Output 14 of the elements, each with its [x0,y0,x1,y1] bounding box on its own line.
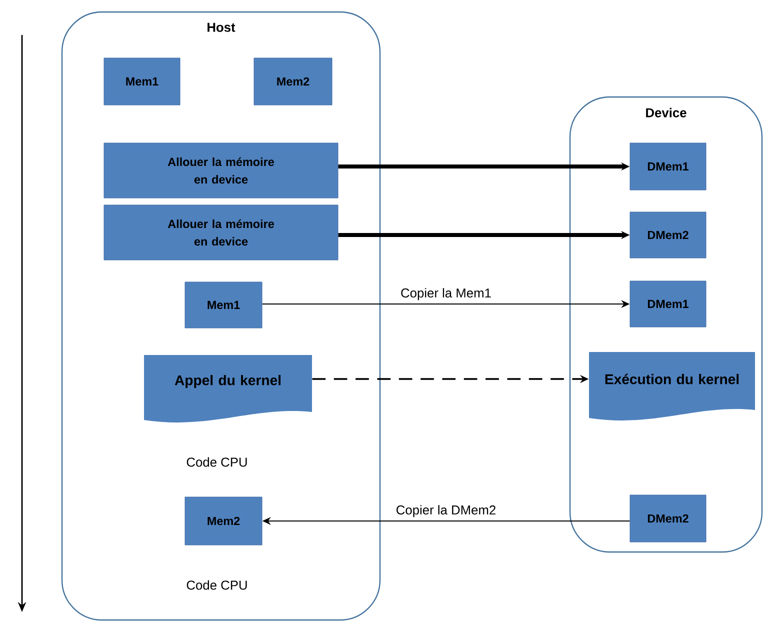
edge-label: Copier la Mem1 [401,288,491,300]
process-box: Mem2 [254,58,332,106]
process-box: DMem1 [630,280,706,328]
text-label: Code CPU [186,580,247,590]
process-box: Mem1 [184,282,262,328]
process-box: Allouer la mémoire en device [104,142,338,198]
process-box: DMem2 [630,494,706,542]
process-box: DMem2 [630,212,706,258]
process-box: Mem2 [184,496,262,546]
process-box: Allouer la mémoire en device [104,204,338,260]
text-label: Code CPU [186,457,247,467]
edge-label: Copier la DMem2 [396,505,496,518]
process-box: Mem1 [104,58,180,106]
process-box: DMem1 [630,142,706,190]
